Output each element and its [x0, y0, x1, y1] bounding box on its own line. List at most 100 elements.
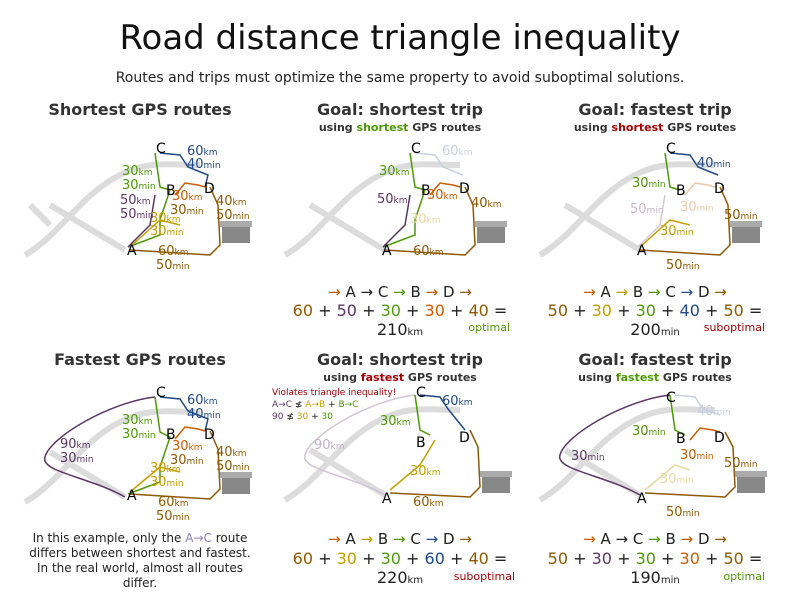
svg-text:50km: 50km	[377, 192, 408, 207]
panel-title-goal-shortest-2: Goal: shortest trip	[317, 350, 483, 369]
page-title: Road distance triangle inequality	[119, 18, 681, 58]
svg-text:30min: 30min	[680, 448, 714, 463]
svg-text:60km: 60km	[413, 495, 444, 510]
svg-text:60km: 60km	[413, 244, 444, 259]
svg-text:60km: 60km	[442, 144, 473, 159]
svg-text:30min: 30min	[632, 424, 666, 439]
trip-sequence-3: → A → B → C → D →	[583, 283, 727, 301]
svg-text:30km: 30km	[122, 164, 153, 179]
svg-text:30km: 30km	[172, 439, 203, 454]
svg-text:40min: 40min	[187, 407, 221, 422]
svg-text:50min: 50min	[724, 456, 758, 471]
map-goal-fastest-2: C B D A 30min 30min 40min 30min 50min 30…	[538, 390, 767, 520]
svg-text:40min: 40min	[697, 156, 731, 171]
verdict-6: optimal	[723, 570, 765, 583]
node-d: D	[714, 181, 725, 197]
map-goal-shortest-1: C B D A 30km 50km 60km 30km 30km 40km 60…	[283, 141, 507, 259]
trip-sum-6: 50 + 30 + 30 + 30 + 50 = 190min	[547, 549, 763, 587]
svg-text:40min: 40min	[697, 404, 731, 419]
map-shortest-routes: C B D A 30km 30min 50km 50min 60km 40min…	[23, 141, 252, 273]
node-d: D	[714, 430, 725, 446]
node-c: C	[156, 385, 166, 401]
svg-text:40km: 40km	[471, 196, 502, 211]
trip-sum-5: 60 + 30 + 30 + 60 + 40 = 220km	[292, 549, 508, 587]
svg-text:60km: 60km	[158, 244, 189, 259]
panel-title-goal-shortest-1: Goal: shortest trip	[317, 100, 483, 119]
svg-text:50min: 50min	[120, 207, 154, 222]
node-a: A	[382, 243, 392, 259]
node-a: A	[382, 491, 392, 507]
svg-text:30min: 30min	[680, 200, 714, 215]
trip-sum-3: 50 + 30 + 30 + 40 + 50 = 200min	[547, 301, 763, 339]
svg-text:30min: 30min	[632, 176, 666, 191]
verdict-3: suboptimal	[703, 321, 765, 334]
node-b: B	[676, 183, 686, 199]
panel-title-fastest-routes: Fastest GPS routes	[54, 350, 226, 369]
node-a: A	[637, 243, 647, 259]
map-goal-fastest-1: C B D A 30min 40min 50min 30min 30min 50…	[538, 141, 762, 273]
svg-text:60km: 60km	[187, 393, 218, 408]
node-c: C	[416, 385, 426, 401]
svg-text:30km: 30km	[410, 212, 441, 227]
svg-text:40min: 40min	[187, 157, 221, 172]
svg-text:50min: 50min	[156, 509, 190, 524]
svg-text:40km: 40km	[216, 194, 247, 209]
node-c: C	[411, 141, 421, 157]
panel-title-goal-fastest-1: Goal: fastest trip	[578, 100, 732, 119]
svg-text:30km: 30km	[172, 189, 203, 204]
triangle-violation-note: Violates triangle inequality! A→C ≰ A→B …	[272, 388, 397, 422]
node-d: D	[459, 181, 470, 197]
svg-text:30km: 30km	[122, 413, 153, 428]
svg-text:50min: 50min	[724, 208, 758, 223]
verdict-2: optimal	[468, 321, 510, 334]
node-b: B	[166, 427, 176, 443]
trip-sequence-2: → A → C → B → D →	[328, 283, 472, 301]
svg-text:30min: 30min	[60, 451, 94, 466]
map-goal-shortest-2: C B D A 90km 30km 60km 30km 60km	[283, 385, 512, 510]
svg-text:50km: 50km	[120, 193, 151, 208]
panel-title-goal-fastest-2: Goal: fastest trip	[578, 350, 732, 369]
node-a: A	[127, 488, 137, 504]
svg-text:30km: 30km	[150, 211, 181, 226]
svg-text:30min: 30min	[122, 427, 156, 442]
map-fastest-routes: C B D A 90km 30min 30km 30min 60km 40min…	[23, 385, 252, 524]
panel-subtitle-6: using fastest GPS routes	[578, 371, 732, 384]
panel-title-shortest-routes: Shortest GPS routes	[48, 100, 232, 119]
svg-text:30min: 30min	[571, 449, 605, 464]
node-b: B	[416, 435, 426, 451]
svg-text:60km: 60km	[158, 495, 189, 510]
panel-subtitle-3: using shortest GPS routes	[573, 121, 737, 134]
svg-text:50min: 50min	[666, 505, 700, 520]
svg-text:60km: 60km	[187, 144, 218, 159]
svg-text:30min: 30min	[660, 224, 694, 239]
svg-text:50min: 50min	[666, 258, 700, 273]
page-subtitle: Routes and trips must optimize the same …	[115, 70, 685, 86]
svg-text:30km: 30km	[150, 461, 181, 476]
node-d: D	[204, 427, 215, 443]
node-d: D	[459, 430, 470, 446]
trip-sum-2: 60 + 50 + 30 + 30 + 40 = 210km	[292, 301, 508, 339]
node-b: B	[421, 183, 431, 199]
svg-text:30min: 30min	[150, 224, 184, 239]
svg-text:30min: 30min	[122, 178, 156, 193]
svg-text:40km: 40km	[216, 445, 247, 460]
trip-sequence-5: → A → B → C → D →	[328, 530, 472, 548]
node-c: C	[666, 390, 676, 406]
node-c: C	[666, 141, 676, 157]
svg-text:30min: 30min	[170, 453, 204, 468]
panel-subtitle-5: using fastest GPS routes	[323, 371, 477, 384]
svg-text:90km: 90km	[60, 437, 91, 452]
trip-sequence-6: → A → C → B → D →	[583, 530, 727, 548]
svg-text:60km: 60km	[442, 394, 473, 409]
node-a: A	[637, 491, 647, 507]
node-a: A	[127, 243, 137, 259]
svg-text:50min: 50min	[630, 202, 664, 217]
svg-text:30km: 30km	[380, 414, 411, 429]
svg-text:30km: 30km	[410, 464, 441, 479]
svg-text:50min: 50min	[216, 459, 250, 474]
svg-text:30min: 30min	[150, 475, 184, 490]
node-b: B	[676, 431, 686, 447]
node-d: D	[204, 181, 215, 197]
svg-text:90km: 90km	[314, 438, 345, 453]
svg-text:30km: 30km	[427, 188, 458, 203]
